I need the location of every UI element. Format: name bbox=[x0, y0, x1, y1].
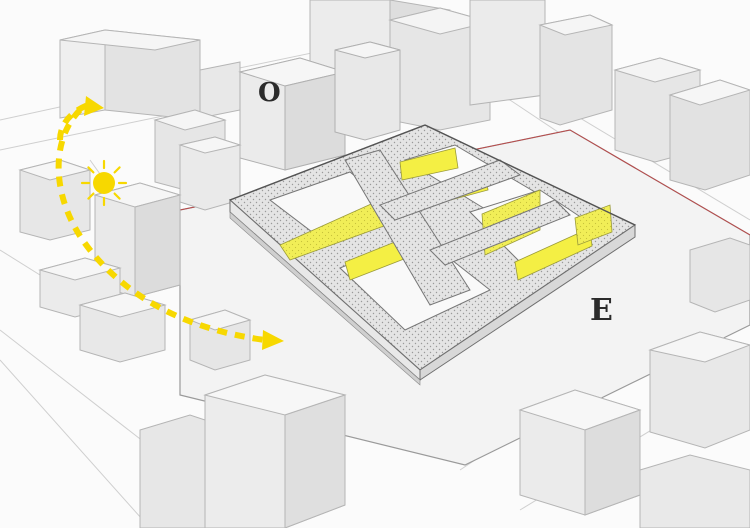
orientation-label-top: O bbox=[258, 78, 281, 108]
orientation-label-east: E bbox=[590, 293, 613, 328]
context-buildings-front bbox=[139, 237, 750, 528]
sunlit-wall-7 bbox=[574, 204, 613, 246]
sun-path-arrow-start bbox=[84, 96, 104, 116]
sun-path bbox=[55, 96, 284, 350]
context-buildings-back bbox=[59, 0, 750, 191]
sunlit-wall-2 bbox=[399, 147, 459, 181]
sun-path-arrow-icon bbox=[262, 330, 284, 350]
main-complex bbox=[228, 124, 637, 386]
sun-icon bbox=[80, 159, 128, 207]
sunlit-wall-6 bbox=[514, 227, 593, 281]
building-o bbox=[238, 41, 401, 171]
